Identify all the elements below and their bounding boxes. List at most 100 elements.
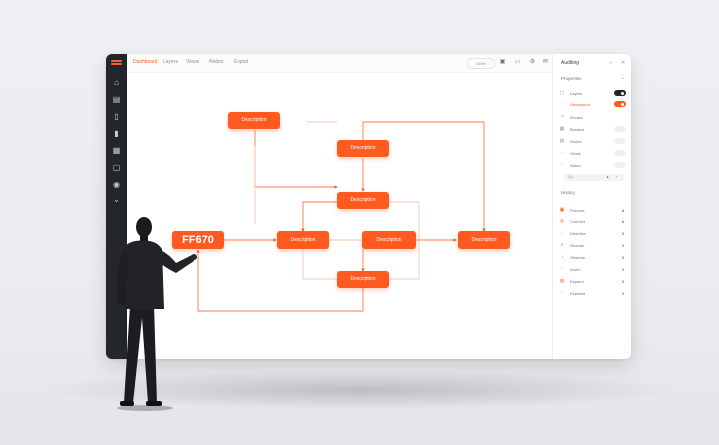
toggle-switch[interactable]	[614, 90, 626, 96]
menu-icon[interactable]	[111, 60, 122, 68]
history-item-icon: ▣	[559, 207, 565, 213]
tab-views[interactable]: Views	[186, 59, 200, 65]
history-value: 3	[621, 231, 624, 236]
history-row[interactable]: ▣ Process 8	[559, 206, 629, 215]
tab-export[interactable]: Export	[234, 59, 249, 65]
prop-label: Views	[570, 151, 581, 156]
history-row[interactable]: ◍ Expand 3	[559, 277, 629, 286]
description-icon: ◌	[560, 101, 564, 107]
history-label: Connect	[570, 219, 585, 224]
history-label: Insert	[570, 267, 581, 272]
preview-icon[interactable]: ▭	[514, 59, 521, 65]
toggle-switch[interactable]	[614, 150, 626, 156]
message-icon[interactable]: ✉	[542, 59, 549, 65]
history-row[interactable]: ◎ Connect 6	[559, 217, 629, 226]
node-left-center[interactable]: Description	[277, 231, 329, 249]
history-item-icon: ◎	[559, 218, 565, 224]
chevron-down-icon[interactable]: ⌄	[113, 195, 120, 204]
node-icon: ▤	[559, 138, 565, 144]
history-value: 3	[621, 255, 624, 260]
history-label: Process	[570, 208, 585, 213]
toggle-switch[interactable]	[614, 162, 626, 168]
save-icon[interactable]: ▣	[499, 59, 506, 65]
history-item-icon: ◍	[559, 278, 565, 284]
node-bottom-center[interactable]: Description	[337, 271, 389, 288]
toggle-switch[interactable]	[614, 126, 626, 132]
node-top-left[interactable]: Description	[228, 112, 280, 129]
prop-row[interactable]: ◌ Description	[559, 100, 629, 109]
history-value: 3	[621, 279, 624, 284]
history-item-icon: ◔	[560, 254, 564, 260]
history-value: 8	[621, 208, 624, 213]
comment-icon[interactable]: ◉	[113, 180, 120, 189]
view-icon: ◦	[561, 150, 563, 156]
link-left-bottom-outline	[302, 249, 337, 280]
section-history: History	[561, 190, 576, 195]
history-row[interactable]: ◌ Describe 3	[559, 229, 629, 238]
prop-label: Nodes	[570, 139, 582, 144]
link-topleft-middle	[254, 130, 338, 189]
history-value: 3	[621, 267, 624, 272]
prop-label: Borders	[570, 127, 585, 132]
settings-icon[interactable]: ⚙	[529, 59, 536, 65]
layers-icon[interactable]: ▤	[112, 95, 121, 104]
layers-icon: ▢	[559, 90, 565, 96]
history-row[interactable]: ◦ Insert 3	[559, 265, 629, 274]
history-value: 3	[621, 243, 624, 248]
flow-connectors	[196, 121, 486, 312]
frame-icon[interactable]: ▢	[112, 163, 121, 172]
top-toolbar: Dashboard Layers Views Nodes Export 100%…	[127, 54, 552, 73]
tab-dashboard[interactable]: Dashboard	[133, 59, 158, 65]
zoom-segmented-control[interactable]: 1:1 ▸ ›	[564, 174, 624, 181]
play-icon[interactable]: ▸	[607, 175, 609, 179]
history-label: Finished	[570, 291, 586, 296]
note-icon: ◦	[561, 162, 563, 168]
code-icon[interactable]: ‹›	[609, 60, 613, 66]
document-icon[interactable]: ▮	[114, 129, 119, 138]
node-top-center[interactable]: Description	[337, 140, 389, 157]
history-item-icon: ◌	[560, 230, 564, 236]
node-far-right[interactable]: Description	[458, 231, 510, 249]
grid-icon[interactable]: ▦	[112, 146, 121, 155]
prop-row[interactable]: ▦ Borders	[559, 125, 629, 134]
history-item-icon: ◦	[561, 266, 563, 272]
chevron-right-icon[interactable]: ›	[616, 175, 618, 179]
prop-label: Arrows	[570, 115, 583, 120]
prop-row[interactable]: ◦ Notes	[559, 161, 629, 170]
history-label: Describe	[570, 231, 586, 236]
history-item-icon: ◦	[561, 290, 563, 296]
history-row[interactable]: ≡ Reorder 3	[559, 241, 629, 250]
person-figure	[117, 217, 197, 411]
chevron-down-icon[interactable]: ⌄	[621, 75, 626, 81]
close-icon[interactable]: ✕	[621, 60, 626, 66]
prop-row[interactable]: ▢ Layers	[559, 89, 629, 98]
history-row[interactable]: ◦ Finished 3	[559, 289, 629, 298]
prop-row[interactable]: ▤ Nodes	[559, 137, 629, 146]
node-right-center[interactable]: Description	[362, 231, 416, 249]
prop-label: Description	[570, 102, 591, 107]
history-label: Observe	[570, 255, 586, 260]
prop-row[interactable]: ◦ Views	[559, 149, 629, 158]
inspector-panel: Auditing ‹› ✕ Properties ⌄ ▢ Layers ◌ De…	[552, 54, 631, 359]
history-label: Reorder	[570, 243, 585, 248]
link-middle-bottom-outline	[389, 201, 420, 280]
history-row[interactable]: ◔ Observe 3	[559, 253, 629, 262]
link-middle-left	[301, 201, 337, 232]
tab-layers[interactable]: Layers	[163, 59, 179, 65]
history-label: Expand	[570, 279, 584, 284]
prop-label: Layers	[570, 91, 583, 96]
history-item-icon: ≡	[560, 242, 564, 248]
panel-title: Auditing	[561, 60, 580, 66]
segment-option[interactable]: 1:1	[568, 175, 573, 179]
toggle-switch[interactable]	[614, 138, 626, 144]
tab-nodes[interactable]: Nodes	[209, 59, 224, 65]
home-icon[interactable]: ⌂	[114, 78, 119, 87]
prop-row[interactable]: ↗ Arrows	[559, 113, 629, 122]
history-value: 3	[621, 291, 624, 296]
node-start[interactable]: FF670	[172, 231, 224, 249]
toggle-switch[interactable]	[614, 101, 626, 107]
node-middle-center[interactable]: Description	[337, 192, 389, 209]
section-properties: Properties	[561, 76, 582, 81]
zoom-pill[interactable]: 100%	[467, 58, 495, 69]
page-icon[interactable]: ▯	[114, 112, 119, 121]
